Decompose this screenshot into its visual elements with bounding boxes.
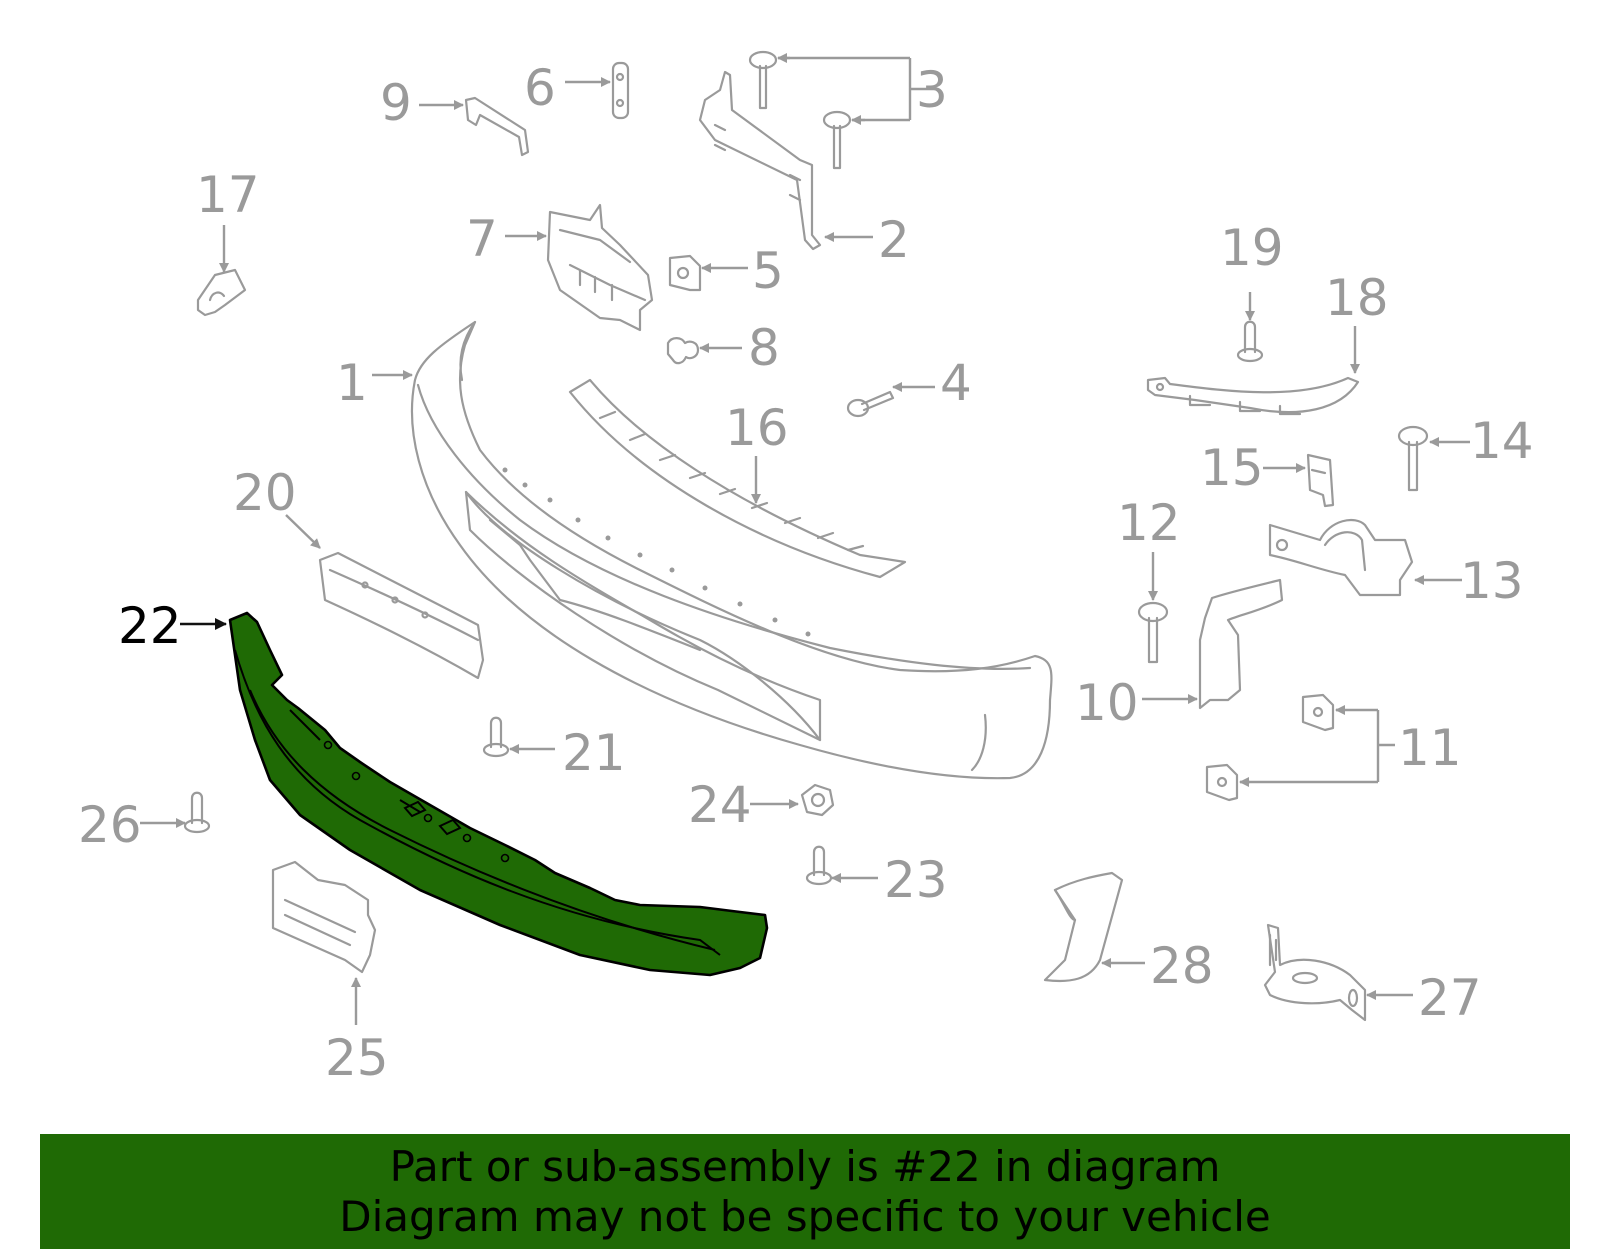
part-18-retainer [1146, 376, 1360, 416]
callout-10: 10 [1075, 674, 1139, 732]
callout-14: 14 [1470, 412, 1534, 470]
part-3-bolts [748, 50, 852, 170]
callout-numbers: 1 2 3 4 5 6 7 8 9 10 11 12 13 14 15 16 1… [78, 59, 1534, 1087]
part-21-pin [482, 716, 510, 758]
callout-21: 21 [562, 724, 626, 782]
callout-7: 7 [466, 210, 498, 268]
bumper-holes [502, 467, 811, 637]
part-12-bolt [1137, 601, 1169, 664]
part-25-plate [271, 860, 377, 974]
callout-22: 22 [118, 597, 182, 655]
callout-5: 5 [752, 242, 784, 300]
part-24-nut [800, 783, 835, 817]
callout-26: 26 [78, 796, 142, 854]
part-10-bracket [1198, 578, 1284, 710]
callout-28: 28 [1150, 937, 1214, 995]
callout-11: 11 [1398, 719, 1462, 777]
callout-24: 24 [688, 776, 752, 834]
callout-18: 18 [1325, 269, 1389, 327]
part-20-bracket [318, 551, 485, 680]
callout-15: 15 [1200, 439, 1264, 497]
banner-line-1: Part or sub-assembly is #22 in diagram [389, 1141, 1221, 1191]
part-4-bolt [846, 390, 895, 418]
part-19-pin [1236, 320, 1264, 363]
banner-line-2: Diagram may not be specific to your vehi… [339, 1191, 1271, 1241]
part-23-pin [805, 845, 833, 886]
part-5-clip [668, 254, 702, 292]
callout-27: 27 [1418, 969, 1482, 1027]
callout-12: 12 [1117, 494, 1181, 552]
callout-2: 2 [878, 211, 910, 269]
callout-17: 17 [196, 166, 260, 224]
part-26-pin [183, 791, 211, 834]
callout-1: 1 [336, 354, 368, 412]
part-15-clip [1306, 453, 1335, 508]
part-17-clip [196, 268, 247, 317]
part-11-clips [1205, 693, 1335, 802]
part-2-bracket [698, 70, 822, 251]
part-1-bumper-cover [410, 320, 1053, 780]
part-9-clip [464, 96, 530, 157]
part-8-push-pin [666, 337, 700, 365]
part-14-bolt [1397, 425, 1429, 492]
callout-3: 3 [916, 61, 948, 119]
callout-9: 9 [380, 74, 412, 132]
part-27-bracket [1263, 923, 1367, 1022]
callout-19: 19 [1220, 219, 1284, 277]
callout-4: 4 [940, 354, 972, 412]
callout-16: 16 [725, 399, 789, 457]
callout-6: 6 [524, 59, 556, 117]
callout-13: 13 [1460, 552, 1524, 610]
part-16-strip [568, 378, 907, 579]
callout-8: 8 [748, 319, 780, 377]
info-banner: Part or sub-assembly is #22 in diagram D… [40, 1134, 1570, 1249]
leader-lines [140, 53, 1470, 1025]
part-28-deflector [1043, 871, 1124, 983]
part-13-bracket [1268, 518, 1414, 597]
callout-20: 20 [233, 464, 297, 522]
callout-23: 23 [884, 851, 948, 909]
part-22-lower-valance [228, 611, 769, 977]
part-7-bracket [546, 203, 654, 332]
part-6-plate [611, 61, 630, 120]
callout-25: 25 [325, 1029, 389, 1087]
